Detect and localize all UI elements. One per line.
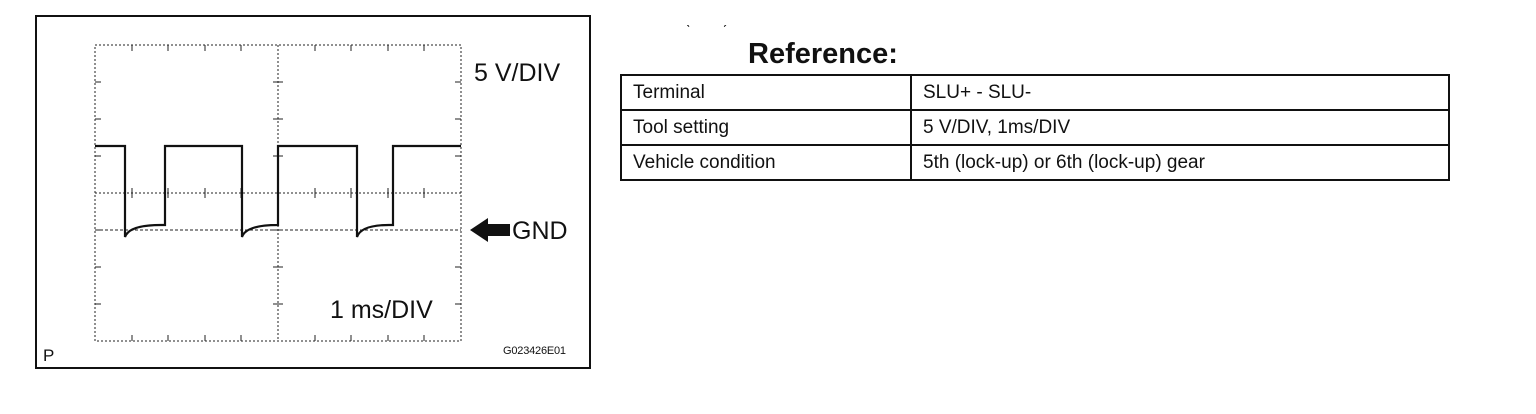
voltage-scale-label: 5 V/DIV [474,59,561,87]
panel-letter: P [43,346,55,365]
figure-id: G023426E01 [503,345,566,357]
reference-table: Terminal SLU+ - SLU- Tool setting 5 V/DI… [620,74,1450,181]
row-value: 5 V/DIV, 1ms/DIV [910,109,1450,146]
row-label: Tool setting [620,109,912,146]
reference-title: Reference: [748,38,898,70]
decorative-marks: ˋ ˊ [686,22,742,38]
row-value: SLU+ - SLU- [910,74,1450,111]
graticule-ticks [95,45,461,341]
table-row: Terminal SLU+ - SLU- [620,74,1450,111]
oscilloscope-screen [94,44,510,342]
table-row: Vehicle condition 5th (lock-up) or 6th (… [620,144,1450,181]
row-label: Vehicle condition [620,144,912,181]
oscilloscope-panel: 5 V/DIV 1 ms/DIV GND P G023426E01 [35,15,591,369]
time-scale-label: 1 ms/DIV [330,296,433,324]
ground-label: GND [512,217,568,245]
signal-waveform [95,144,461,238]
row-label: Terminal [620,74,912,111]
gnd-arrow-icon [470,218,510,242]
row-value: 5th (lock-up) or 6th (lock-up) gear [910,144,1450,181]
table-row: Tool setting 5 V/DIV, 1ms/DIV [620,109,1450,146]
